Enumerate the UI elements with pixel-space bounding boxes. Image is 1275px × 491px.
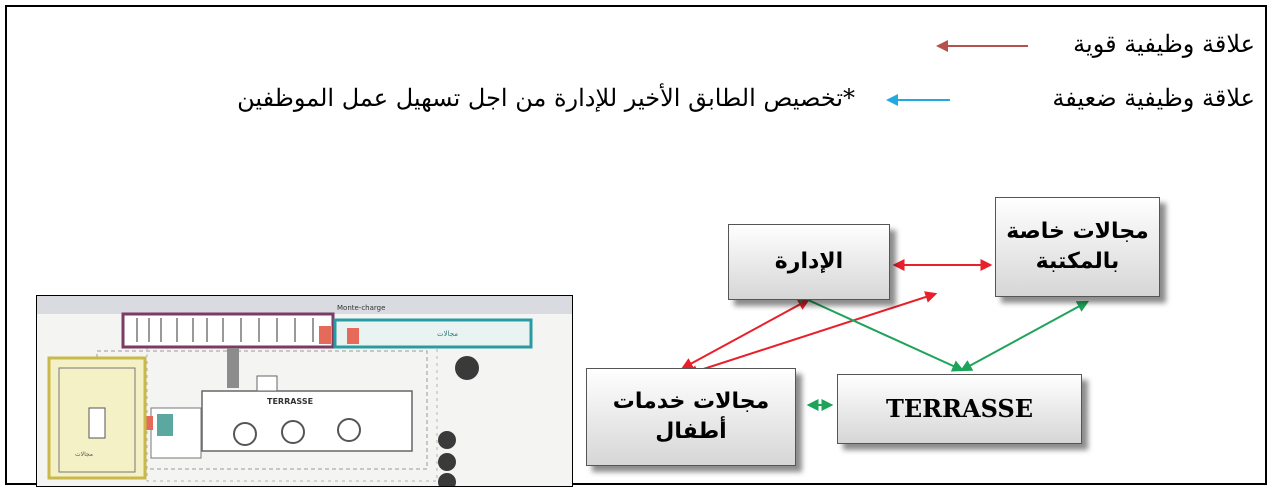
relation-idara-terrasse <box>792 292 965 372</box>
relation-idara-atfal <box>680 298 811 370</box>
note-text: *تخصيص الطابق الأخير للإدارة من اجل تسهي… <box>237 84 855 112</box>
box-library-spaces: مجالات خاصة بالمكتبة <box>995 197 1160 297</box>
svg-text:مجالات: مجالات <box>75 451 93 458</box>
box-terrasse: TERRASSE <box>837 374 1082 444</box>
box-administration: الإدارة <box>728 224 890 300</box>
plan-monte-charge: Monte-charge <box>337 304 385 312</box>
legend-strong-label: علاقة وظيفية قوية <box>1073 30 1255 58</box>
diagram-frame <box>5 5 1267 485</box>
svg-text:مجالات: مجالات <box>437 330 458 338</box>
plan-terrasse-label: TERRASSE <box>267 397 313 406</box>
box-children-services: مجالات خدمات أطفال <box>586 368 796 466</box>
relation-maktaba-atfal <box>685 291 938 377</box>
legend-weak-label: علاقة وظيفية ضعيفة <box>1052 84 1255 112</box>
relation-maktaba-terrasse <box>959 300 1090 372</box>
floor-plan-image: مجالات Monte-charge TERRASSE مجالات <box>36 295 573 487</box>
